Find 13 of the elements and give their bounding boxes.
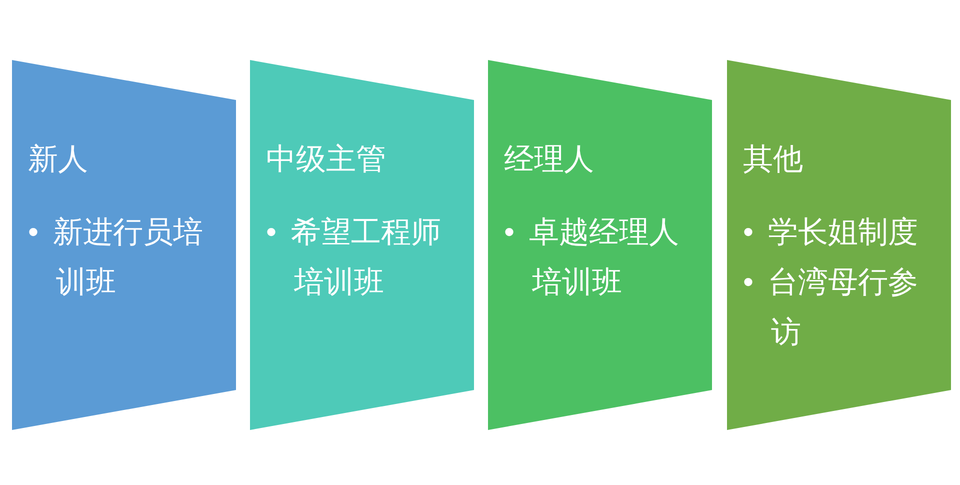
bullet-item: • 卓越经理人培训班 xyxy=(504,215,680,301)
panel-heading: 新人 xyxy=(28,142,88,178)
trapezoid-panel xyxy=(250,60,474,430)
panel-heading: 其他 xyxy=(743,142,803,178)
bullet-item: • 希望工程师培训班 xyxy=(266,215,442,301)
trapezoid-panel xyxy=(488,60,712,430)
bullet-item: • 台湾母行参访 xyxy=(743,265,919,351)
trapezoid-panel xyxy=(727,60,951,430)
bullet-item: • 学长姐制度 xyxy=(743,215,919,251)
bullet-item: • 新进行员培训班 xyxy=(28,215,204,301)
panel-heading: 经理人 xyxy=(504,142,594,178)
panel-heading: 中级主管 xyxy=(266,142,386,178)
trapezoid-panel xyxy=(12,60,236,430)
